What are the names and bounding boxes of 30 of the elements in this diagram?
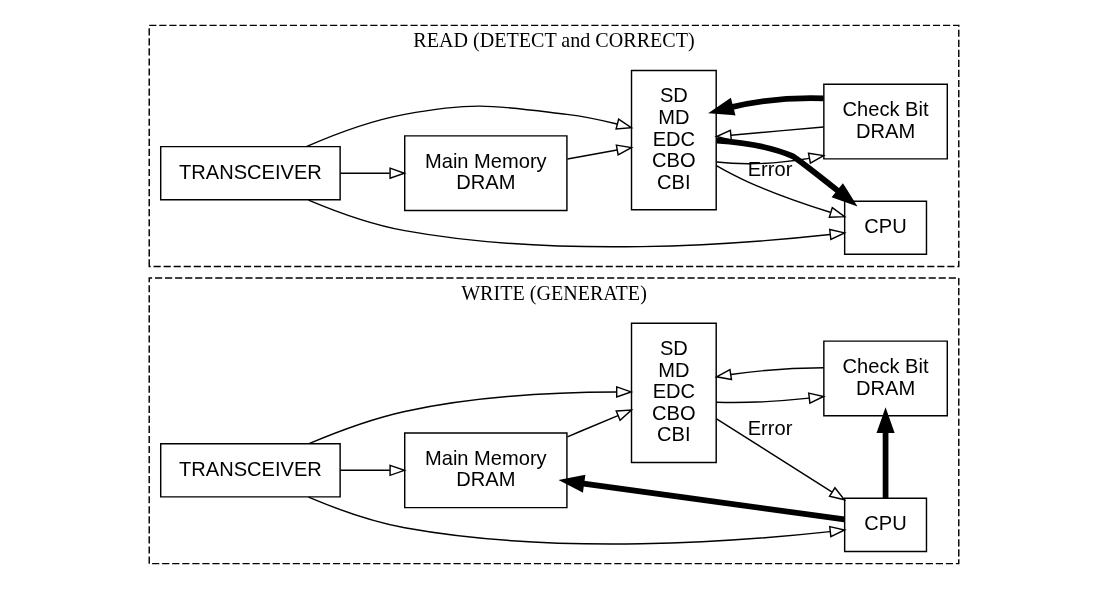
- arrow: [566, 409, 634, 438]
- arrow: [715, 392, 826, 405]
- arrow: [305, 105, 634, 148]
- arrow: [339, 464, 407, 477]
- arrow: [714, 126, 825, 142]
- arrow: [715, 164, 847, 219]
- node-box: CPU: [843, 497, 928, 553]
- arrow: [307, 199, 847, 248]
- arrow: [308, 385, 634, 445]
- arrow: [307, 496, 847, 545]
- node-box: TRANSCEIVER: [160, 443, 341, 498]
- edge-label: Error: [747, 416, 793, 439]
- edge-label: Error: [747, 158, 793, 181]
- node-box: TRANSCEIVER: [160, 145, 341, 201]
- node-box: Check Bit DRAM: [823, 83, 948, 160]
- arrow: [708, 95, 824, 116]
- arrow: [715, 152, 826, 165]
- arrow: [876, 407, 895, 498]
- node-box: Main Memory DRAM: [404, 432, 568, 509]
- arrow: [566, 144, 634, 160]
- node-box: Main Memory DRAM: [404, 135, 568, 212]
- node-box: CPU: [843, 200, 928, 256]
- arrow: [715, 418, 847, 501]
- node-box: SD MD EDC CBO CBI: [630, 69, 717, 211]
- arrow: [714, 367, 825, 381]
- arrow: [558, 474, 845, 523]
- arrow: [716, 137, 858, 207]
- node-box: SD MD EDC CBO CBI: [630, 322, 717, 464]
- node-box: Check Bit DRAM: [823, 340, 948, 417]
- arrow: [339, 167, 407, 180]
